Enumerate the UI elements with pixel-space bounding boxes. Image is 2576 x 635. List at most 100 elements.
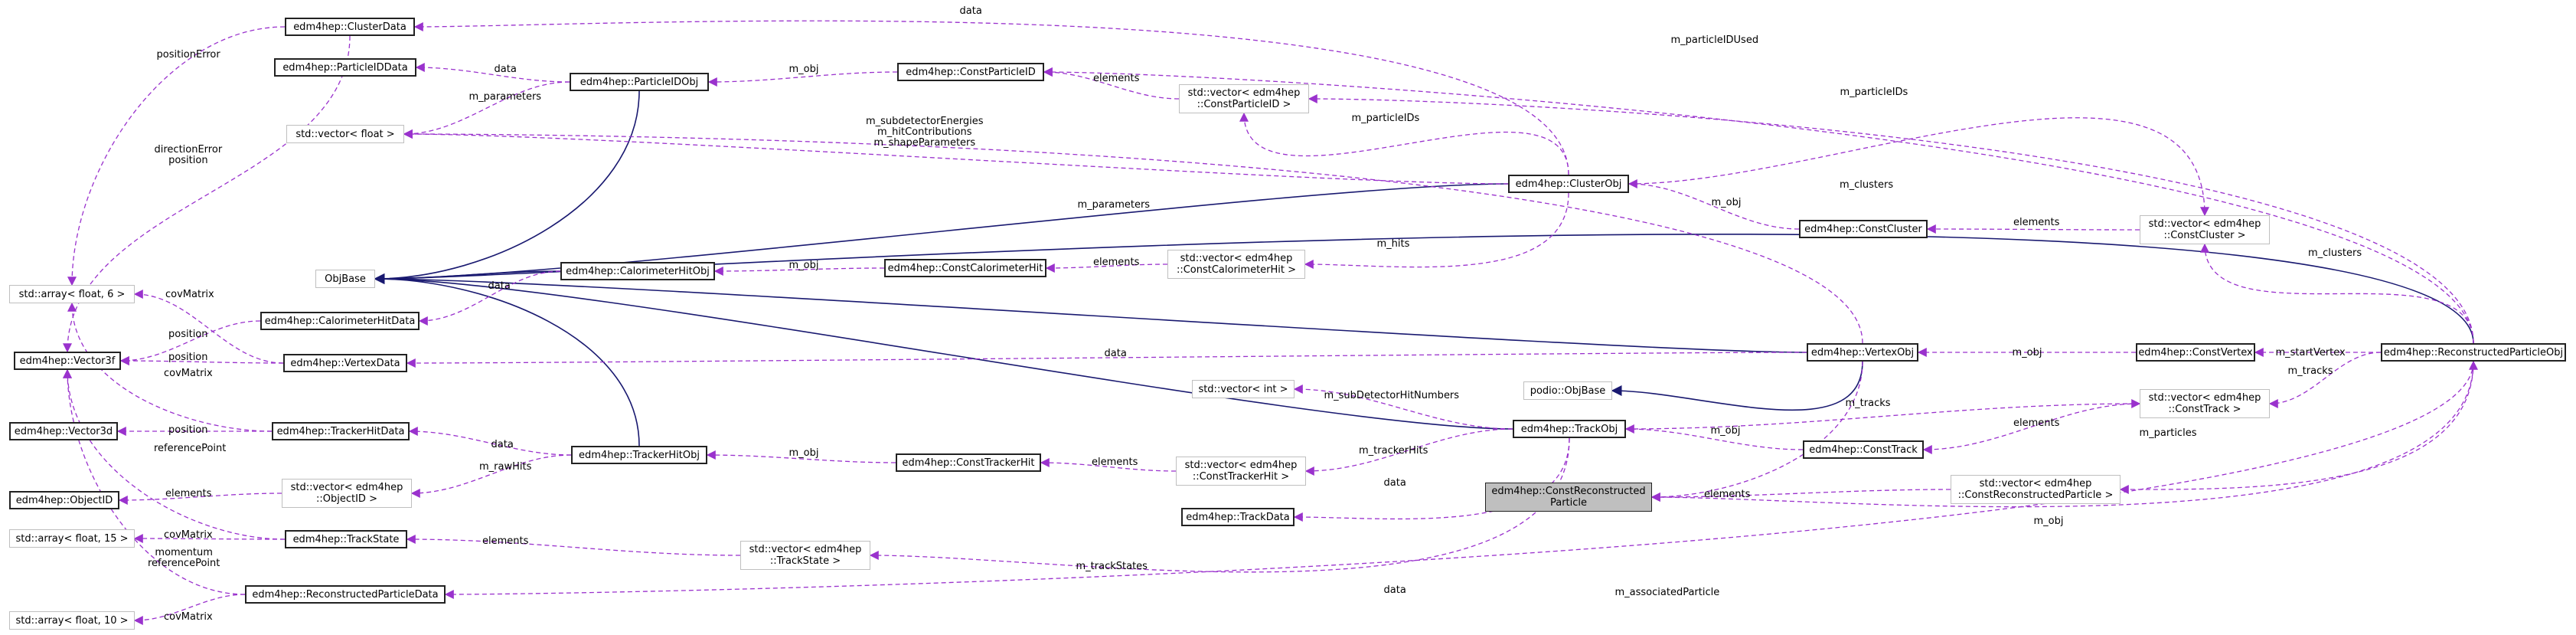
node-calorimeterhitobj[interactable]: edm4hep::CalorimeterHitObj	[560, 262, 715, 280]
edge-label-m-associatedparticle: m_associatedParticle	[1614, 587, 1720, 598]
edge-vecrp-to-constrp	[1650, 489, 1951, 502]
edge-label-position: position	[168, 352, 208, 363]
node-rpdata[interactable]: edm4hep::ReconstructedParticleData	[245, 585, 446, 604]
edge-label-m-obj: m_obj	[2033, 516, 2064, 527]
node-clusterdata[interactable]: edm4hep::ClusterData	[285, 18, 415, 36]
edge-label-m-particleidused: m_particleIDUsed	[1670, 34, 1759, 46]
node-vector3d[interactable]: edm4hep::Vector3d	[9, 422, 118, 440]
edge-label-covmatrix: covMatrix	[164, 368, 213, 379]
edge-label-elements: elements	[2013, 417, 2060, 429]
edge-clusterdata-to-array6	[67, 26, 286, 286]
edge-constcluster-to-clusterobj	[1628, 179, 1800, 230]
edge-vectrackstate-to-trackstate	[406, 535, 741, 556]
node-trackerhitdata[interactable]: edm4hep::TrackerHitData	[272, 422, 410, 440]
node-constcluster[interactable]: edm4hep::ConstCluster	[1799, 220, 1928, 238]
node-objbase[interactable]: ObjBase	[315, 270, 375, 288]
node-objectid[interactable]: edm4hep::ObjectID	[9, 491, 119, 509]
edge-trackstate-to-array15	[133, 534, 286, 544]
edge-trackstate-to-vector3f	[63, 368, 286, 540]
node-trackdata[interactable]: edm4hep::TrackData	[1181, 508, 1295, 526]
edge-vecobjectid-to-objectid	[118, 493, 282, 505]
edge-trackerhitdata-to-array6	[67, 302, 273, 432]
edge-rpobj-to-vecrp	[2119, 361, 2474, 495]
edge-vertexobj-to-objbase	[374, 273, 1807, 353]
edge-label-m-clusters: m_clusters	[2308, 247, 2362, 259]
edge-vertexobj-to-vertexdata	[406, 352, 1807, 368]
node-clusterobj[interactable]: edm4hep::ClusterObj	[1508, 175, 1629, 193]
node-vectrackerhit[interactable]: std::vector< edm4hep ::ConstTrackerHit >	[1176, 457, 1306, 486]
node-constrp[interactable]: edm4hep::ConstReconstructed Particle	[1485, 483, 1652, 512]
edge-trackobj-to-vectrackerhit	[1304, 428, 1513, 476]
edge-label-m-obj: m_obj	[2012, 347, 2042, 358]
node-vecrp[interactable]: std::vector< edm4hep ::ConstReconstructe…	[1951, 475, 2121, 504]
node-vecfloat[interactable]: std::vector< float >	[286, 125, 404, 143]
edge-label-directionerror: directionError position	[154, 144, 223, 166]
edge-label-data: data	[488, 280, 511, 292]
edge-particleidobj-to-objbase	[374, 90, 640, 284]
node-constparticleid[interactable]: edm4hep::ConstParticleID	[897, 63, 1044, 81]
node-trackerhitobj[interactable]: edm4hep::TrackerHitObj	[571, 446, 707, 464]
edge-rpobj-to-vectrack	[2268, 352, 2382, 408]
edge-label-covmatrix: covMatrix	[165, 289, 214, 300]
edge-constparticleid-to-particleidobj	[707, 71, 898, 87]
edge-label-data: data	[491, 439, 514, 450]
edge-label-referencepoint: referencePoint	[154, 443, 227, 454]
edge-particleidobj-to-vecfloat	[403, 81, 570, 139]
node-vectrack[interactable]: std::vector< edm4hep ::ConstTrack >	[2140, 389, 2270, 418]
edge-clusterobj-to-clusterdata	[413, 20, 1569, 175]
node-calorimeterhitdata[interactable]: edm4hep::CalorimeterHitData	[260, 312, 420, 330]
node-particleidobj[interactable]: edm4hep::ParticleIDObj	[570, 73, 709, 91]
edge-label-position: position	[168, 424, 208, 436]
node-consttrackerhit[interactable]: edm4hep::ConstTrackerHit	[896, 453, 1041, 472]
node-array15[interactable]: std::array< float, 15 >	[9, 529, 135, 548]
edge-rpobj-to-rpdata	[444, 361, 2474, 599]
node-constcalorimeterhit[interactable]: edm4hep::ConstCalorimeterHit	[884, 259, 1046, 277]
edge-label-elements: elements	[1093, 73, 1140, 84]
edge-label-m-parameters: m_parameters	[1077, 199, 1151, 211]
edge-label-elements: elements	[1092, 457, 1138, 468]
edge-rpobj-to-objbase	[374, 234, 2474, 344]
edge-vertexobj-to-constrp	[1650, 361, 1863, 502]
node-array6[interactable]: std::array< float, 6 >	[9, 285, 135, 303]
node-vecint[interactable]: std::vector< int >	[1192, 380, 1295, 398]
edge-clusterobj-to-vecparticleid	[1239, 112, 1569, 175]
edge-label-m-particleids: m_particleIDs	[1840, 87, 1908, 98]
node-array10[interactable]: std::array< float, 10 >	[9, 611, 135, 630]
node-trackstate[interactable]: edm4hep::TrackState	[285, 530, 407, 548]
edge-veccluster-to-constcluster	[1926, 224, 2140, 234]
node-trackobj[interactable]: edm4hep::TrackObj	[1513, 420, 1626, 438]
node-vertexobj[interactable]: edm4hep::VertexObj	[1807, 343, 1918, 362]
edge-label-m-trackstates: m_trackStates	[1076, 561, 1148, 572]
node-veccluster[interactable]: std::vector< edm4hep ::ConstCluster >	[2140, 215, 2270, 244]
edge-vecparticleid-to-constparticleid	[1043, 67, 1180, 100]
edge-label-position: position	[168, 329, 208, 340]
edge-constrp-to-rpobj	[1651, 360, 2478, 508]
edge-vertexobj-to-podioobjbase	[1611, 361, 1863, 411]
edge-label-data: data	[1383, 584, 1406, 596]
node-podioobjbase[interactable]: podio::ObjBase	[1523, 381, 1612, 400]
node-veccalohit[interactable]: std::vector< edm4hep ::ConstCalorimeterH…	[1167, 250, 1305, 279]
node-vecobjectid[interactable]: std::vector< edm4hep ::ObjectID >	[282, 479, 412, 508]
edge-trackobj-to-objbase	[374, 273, 1513, 430]
edge-constcalorimeterhit-to-calorimeterhitobj	[713, 266, 885, 276]
node-rpobj[interactable]: edm4hep::ReconstructedParticleObj	[2381, 343, 2566, 362]
node-vectrackstate[interactable]: std::vector< edm4hep ::TrackState >	[740, 541, 870, 570]
node-vector3f[interactable]: edm4hep::Vector3f	[14, 352, 121, 370]
edge-label-m-parameters: m_parameters	[469, 91, 542, 103]
edge-consttrackerhit-to-trackerhitobj	[706, 450, 896, 463]
node-consttrack[interactable]: edm4hep::ConstTrack	[1803, 440, 1924, 459]
edge-trackobj-to-vecint	[1293, 385, 1513, 430]
edge-label-momentum: momentum referencePoint	[148, 547, 220, 569]
node-particleiddata[interactable]: edm4hep::ParticleIDData	[274, 58, 416, 77]
node-constvertex[interactable]: edm4hep::ConstVertex	[2136, 343, 2255, 362]
edge-label-elements: elements	[1704, 489, 1751, 500]
edge-label-m-trackerhits: m_trackerHits	[1359, 445, 1428, 457]
node-vertexdata[interactable]: edm4hep::VertexData	[283, 354, 407, 372]
edge-label-m-subdetectorhitnumbers: m_subDetectorHitNumbers	[1324, 390, 1460, 401]
edge-label-m-particles: m_particles	[2139, 427, 2197, 439]
node-vecparticleid[interactable]: std::vector< edm4hep ::ConstParticleID >	[1179, 84, 1309, 113]
edge-label-m-tracks: m_tracks	[2287, 365, 2333, 377]
edge-vertexdata-to-array6	[133, 290, 284, 364]
